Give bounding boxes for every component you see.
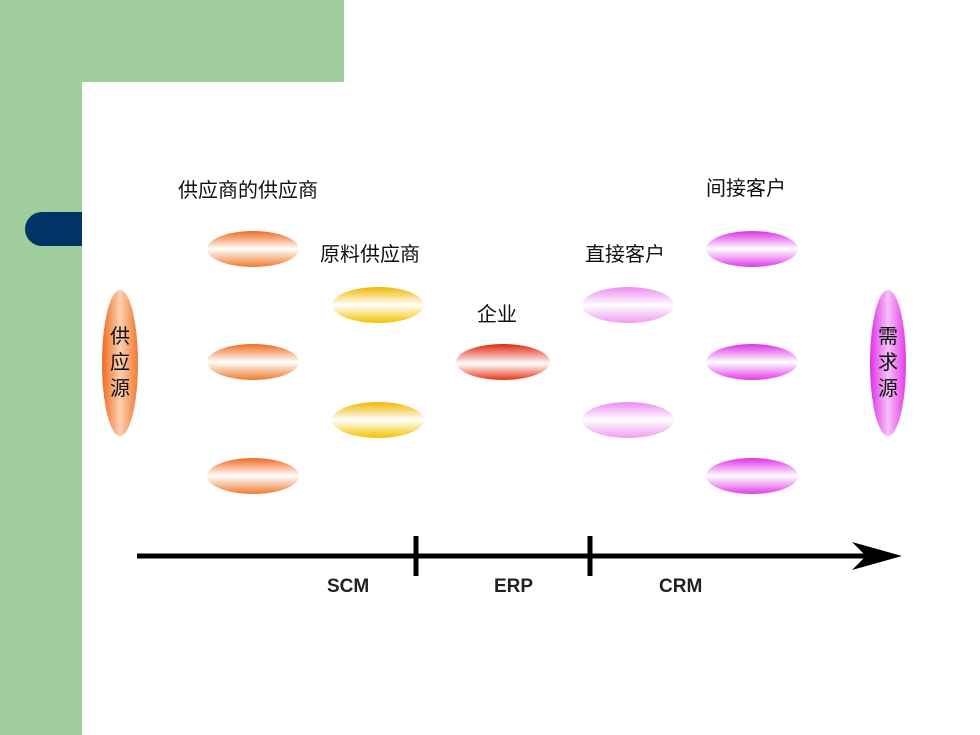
- label-enterprise: 企业: [477, 302, 517, 326]
- label-direct-customer: 直接客户: [585, 242, 665, 266]
- raw-material-supplier-node-2: [332, 402, 424, 438]
- axis-label-erp: ERP: [494, 576, 534, 597]
- demand-source-ellipse: [870, 290, 906, 436]
- axis-label-crm: CRM: [659, 576, 703, 597]
- indirect-customer-node-1: [706, 231, 798, 267]
- indirect-customer-node-3: [706, 458, 798, 494]
- axis-arrowhead: [852, 542, 902, 570]
- label-raw-material-supplier: 原料供应商: [320, 242, 420, 266]
- slide-card: [82, 82, 980, 735]
- label-supplier-of-supplier: 供应商的供应商: [178, 178, 318, 202]
- bullet-tab: [25, 212, 82, 246]
- supply-source-ellipse: [102, 290, 138, 436]
- background-left-band: [0, 0, 82, 735]
- raw-material-supplier-node-1: [332, 287, 424, 323]
- label-demand-source: 需求源: [878, 324, 898, 400]
- axis-label-scm: SCM: [327, 576, 370, 597]
- direct-customer-node-2: [582, 402, 674, 438]
- direct-customer-node-1: [582, 287, 674, 323]
- supplier-of-supplier-node-2: [207, 344, 299, 380]
- indirect-customer-node-2: [706, 344, 798, 380]
- supplier-of-supplier-node-3: [207, 458, 299, 494]
- enterprise-node: [456, 344, 550, 380]
- supplier-of-supplier-node-1: [207, 231, 299, 267]
- label-supply-source: 供应源: [110, 324, 130, 400]
- label-indirect-customer: 间接客户: [706, 176, 786, 200]
